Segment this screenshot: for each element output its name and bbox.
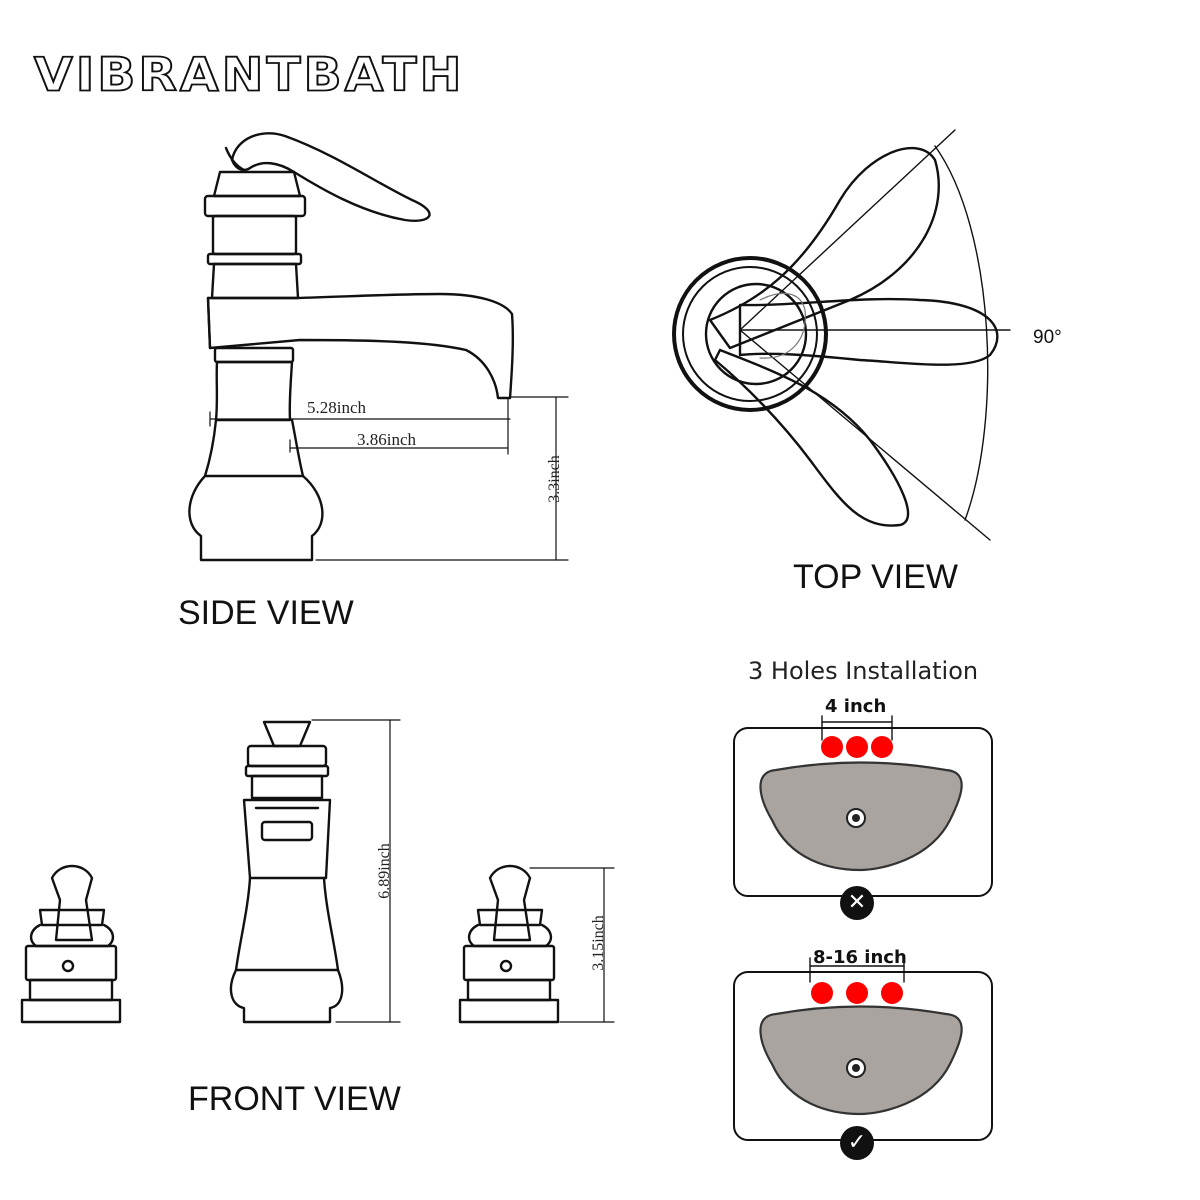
- front-right-handle: [458, 864, 560, 1024]
- hole-right-3: [881, 982, 903, 1004]
- front-view-label: FRONT VIEW: [188, 1080, 401, 1118]
- front-dimension-lines: [311, 719, 615, 1023]
- dim-spout-reach-total: 5.28inch: [307, 398, 367, 417]
- side-view-faucet: [188, 132, 515, 562]
- hole-right-1: [811, 982, 833, 1004]
- hole-wrong-2: [846, 736, 868, 758]
- wrong-spacing-label: 4 inch: [825, 696, 887, 717]
- top-view-faucet: [672, 129, 1011, 541]
- side-dimension-lines: [209, 396, 569, 561]
- front-left-handle: [20, 864, 122, 1024]
- side-view-label: SIDE VIEW: [178, 594, 354, 632]
- holes: [811, 736, 903, 1004]
- dim-spout-reach: 3.86inch: [357, 430, 417, 449]
- brand-logo: VIBRANTBATH: [33, 47, 465, 102]
- hole-wrong-1: [821, 736, 843, 758]
- right-spacing-label: 8-16 inch: [813, 947, 907, 968]
- front-center-faucet: [229, 720, 344, 1024]
- sink-right: [733, 957, 993, 1141]
- dim-spout-height: 3.3inch: [546, 455, 563, 503]
- hole-right-2: [846, 982, 868, 1004]
- dim-handle-rotation: 90°: [1033, 327, 1062, 348]
- cross-icon: ✕: [840, 886, 874, 920]
- dim-total-height: 6.89inch: [376, 843, 393, 899]
- dim-handle-height: 3.15inch: [590, 915, 607, 971]
- installation-title: 3 Holes Installation: [748, 657, 979, 685]
- check-icon: ✓: [840, 1126, 874, 1160]
- top-view-label: TOP VIEW: [793, 558, 959, 596]
- hole-wrong-3: [871, 736, 893, 758]
